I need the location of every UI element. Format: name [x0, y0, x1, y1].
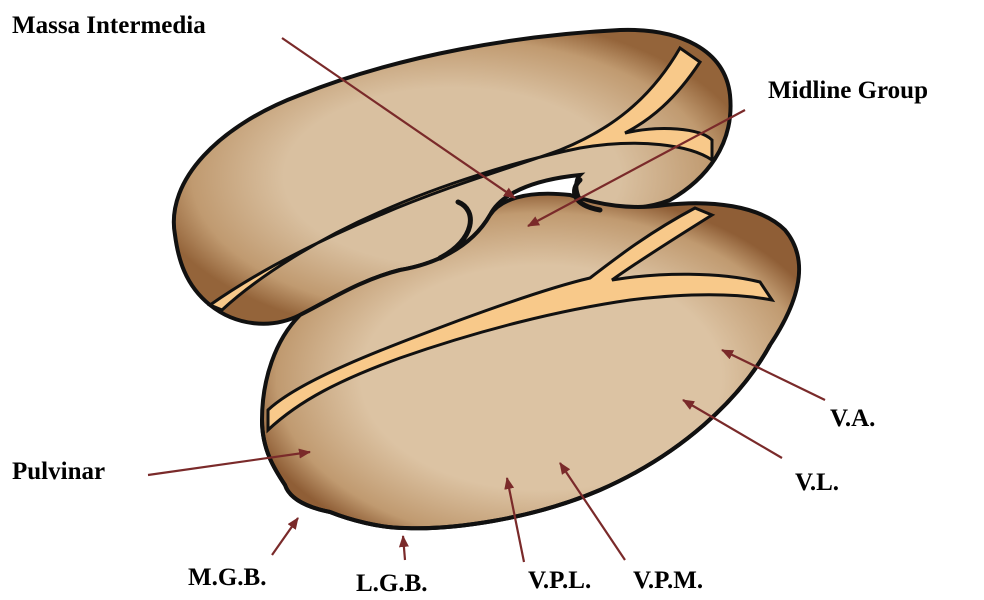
- label-pulvinar: Pulvinar: [12, 458, 105, 485]
- arrow-lgb: [403, 536, 405, 560]
- label-va: V.A.: [830, 405, 875, 432]
- label-lgb: L.G.B.: [356, 570, 428, 597]
- arrow-mgb: [272, 518, 298, 555]
- label-vpl: V.P.L.: [528, 567, 591, 594]
- label-vl: V.L.: [795, 469, 839, 496]
- label-vpm: V.P.M.: [633, 567, 703, 594]
- label-midline-group: Midline Group: [768, 77, 928, 104]
- label-massa-intermedia: Massa Intermedia: [12, 12, 206, 39]
- label-mgb: M.G.B.: [188, 564, 266, 591]
